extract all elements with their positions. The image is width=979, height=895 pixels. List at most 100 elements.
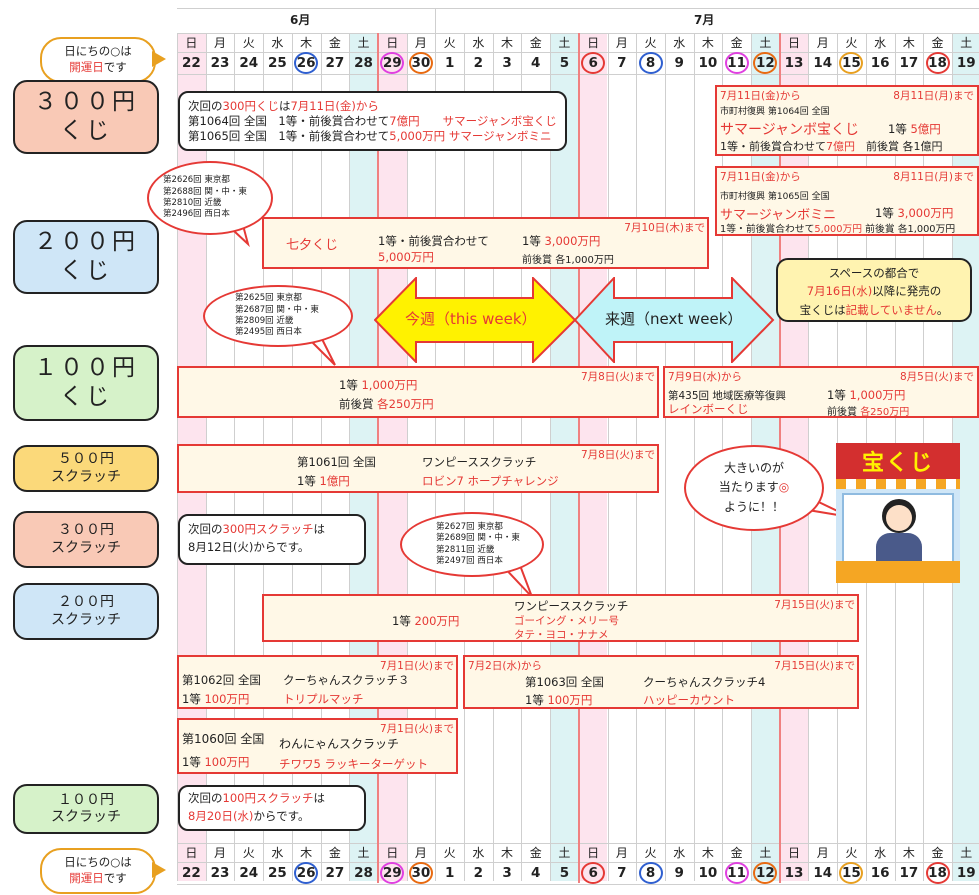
prize-value: 5億円 bbox=[910, 122, 941, 136]
weekday-label: 月 bbox=[816, 36, 829, 50]
prize-label: 1等 bbox=[827, 388, 846, 402]
day-column bbox=[664, 33, 694, 881]
lottery-subtitle: ロビン7 ホープチャレンジ bbox=[422, 474, 559, 488]
lottery-subtitle: 市町村復興 第1064回 全国 bbox=[720, 107, 830, 117]
lottery-subtitle: ゴーイング・メリー号 bbox=[514, 615, 619, 627]
date-number: 7 bbox=[617, 55, 627, 71]
category-type: くじ bbox=[60, 258, 112, 284]
date-number: 25 bbox=[268, 865, 287, 881]
round-info: 第2625回 東京都 bbox=[235, 293, 302, 304]
legend-highlight: 開運日 bbox=[69, 871, 104, 885]
weekday-label: 土 bbox=[558, 36, 571, 50]
prize-label: 1等 bbox=[182, 755, 201, 769]
prize-label: 1等 bbox=[875, 206, 894, 220]
date-number: 16 bbox=[870, 865, 890, 881]
weekday-label: 土 bbox=[357, 36, 370, 50]
date-cell: 5 bbox=[550, 52, 579, 74]
round-info: 第2495回 西日本 bbox=[235, 327, 302, 338]
lottery-name: ワンピーススクラッチ bbox=[422, 455, 537, 469]
lottery-name: レインボーくじ bbox=[668, 402, 749, 416]
notice-game-name: サマージャンボ宝くじ bbox=[442, 113, 557, 128]
weekday-label: 金 bbox=[730, 36, 743, 50]
date-number: 27 bbox=[325, 55, 345, 71]
date-cell: 30 bbox=[407, 862, 436, 884]
scratch-onepiece-500yen: 7月8日(火)まで 第1061回 全国 ワンピーススクラッチ 1等 1億円 ロビ… bbox=[177, 444, 659, 493]
date-cell: 4 bbox=[521, 862, 550, 884]
speech-bubble-rounds-c: 第2627回 東京都第2689回 関・中・東第2811回 近畿第2497回 西日… bbox=[400, 512, 544, 577]
lottery-name: サマージャンボミニ bbox=[720, 208, 837, 223]
date-number: 14 bbox=[813, 55, 833, 71]
lucky-day-marker: 11 bbox=[724, 862, 749, 884]
weekday-label: 木 bbox=[300, 846, 313, 860]
weekday-label: 月 bbox=[214, 846, 227, 860]
date-number: 2 bbox=[473, 55, 484, 71]
weekday-label: 土 bbox=[558, 846, 571, 860]
weekday-label: 金 bbox=[328, 36, 341, 50]
notice-text: 宝くじは bbox=[799, 302, 846, 317]
end-date: 7月15日(火)まで bbox=[774, 660, 855, 672]
date-cell: 22 bbox=[177, 52, 206, 74]
prize-value: 各250万円 bbox=[860, 407, 910, 418]
date-cell: 6 bbox=[579, 862, 608, 884]
booth-counter bbox=[836, 561, 960, 583]
date-number: 4 bbox=[531, 55, 541, 71]
weekday-label: 土 bbox=[357, 846, 370, 860]
prize-label: 1等・前後賞合わせて bbox=[720, 140, 826, 153]
round-info: 第2497回 西日本 bbox=[436, 555, 503, 566]
lottery-subtitle: ハッピーカウント bbox=[643, 693, 735, 707]
lottery-booth-illustration: 宝くじ bbox=[836, 443, 960, 583]
date-cell: 11 bbox=[722, 52, 751, 74]
lucky-day-marker: 30 bbox=[408, 862, 433, 884]
date-cell: 1 bbox=[435, 862, 464, 884]
date-cell: 6 bbox=[579, 52, 608, 74]
category-price: ３００円 bbox=[58, 522, 114, 538]
start-date: 7月11日(金)から bbox=[720, 171, 801, 183]
start-date: 7月11日(金)から bbox=[720, 90, 801, 102]
start-date: 7月9日(水)から bbox=[668, 371, 743, 383]
date-cell: 26 bbox=[292, 52, 321, 74]
prize-value: 100万円 bbox=[204, 692, 250, 706]
notice-text: は bbox=[313, 791, 325, 805]
date-number: 13 bbox=[784, 55, 804, 71]
date-cell: 18 bbox=[923, 862, 952, 884]
lottery-name: サマージャンボ宝くじ bbox=[720, 122, 860, 138]
lottery-100yen-kuji-current: 7月8日(火)まで 1等 1,000万円 前後賞 各250万円 bbox=[177, 366, 659, 418]
date-number: 1 bbox=[444, 55, 455, 71]
next-week-arrow-icon bbox=[573, 277, 775, 363]
notice-text: 第1064回 全国 1等・前後賞合わせて bbox=[188, 113, 390, 128]
this-week-label: 今週（this week） bbox=[405, 310, 537, 328]
lottery-rainbow-kuji: 7月9日(水)から 8月5日(火)まで 第435回 地域医療等復興 レインボーく… bbox=[663, 366, 979, 418]
lucky-day-marker: 8 bbox=[638, 862, 663, 884]
lucky-day-marker: 12 bbox=[753, 52, 778, 74]
weekday-label: 月 bbox=[214, 36, 227, 50]
prize-label: 前後賞 bbox=[866, 140, 899, 153]
date-number: 2 bbox=[473, 865, 484, 881]
prize-value: 1,000万円 bbox=[849, 388, 906, 402]
lucky-day-marker: 29 bbox=[380, 52, 405, 74]
date-cell: 3 bbox=[493, 862, 522, 884]
prize-label: 前後賞 bbox=[865, 224, 895, 235]
weekday-label: 水 bbox=[874, 846, 887, 860]
weekday-label: 水 bbox=[472, 846, 485, 860]
round-label: 第1063回 全国 bbox=[525, 675, 604, 689]
notice-text: スペースの都合で bbox=[828, 266, 920, 280]
lucky-day-marker: 12 bbox=[753, 862, 778, 884]
prize-label: 1等 bbox=[182, 692, 201, 706]
date-number: 19 bbox=[956, 865, 976, 881]
scratch-onepiece-200yen: 7月15日(火)まで ワンピーススクラッチ 1等 200万円 ゴーイング・メリー… bbox=[262, 594, 859, 642]
category-type: スクラッチ bbox=[51, 468, 121, 485]
lottery-subtitle: 市町村復興 第1065回 全国 bbox=[720, 192, 830, 202]
date-cell: 17 bbox=[895, 52, 924, 74]
category-price: １００円 bbox=[34, 355, 138, 382]
notice-text: は bbox=[313, 522, 325, 536]
weekday-label: 火 bbox=[644, 36, 657, 50]
prize-value: 5,000万円 bbox=[378, 250, 434, 264]
speech-bubble-rounds-b: 第2625回 東京都第2687回 関・中・東第2809回 近畿第2495回 西日… bbox=[203, 285, 353, 347]
weekday-label: 金 bbox=[529, 846, 542, 860]
lucky-day-marker: 26 bbox=[294, 862, 319, 884]
day-column bbox=[808, 33, 837, 881]
notice-next-100yen-scratch: 次回の100円スクラッチは 8月20日(水)からです。 bbox=[178, 785, 366, 831]
round-info: 第2688回 関・中・東 bbox=[163, 186, 247, 197]
weekday-label: 水 bbox=[874, 36, 887, 50]
date-number: 16 bbox=[870, 55, 890, 71]
